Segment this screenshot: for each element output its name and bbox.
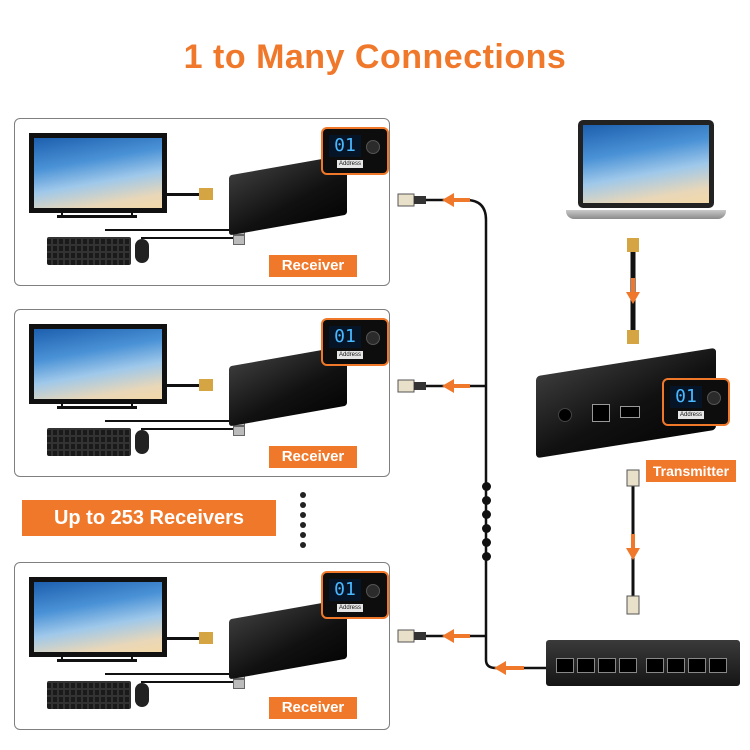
mouse-icon	[135, 430, 149, 454]
continuation-dot	[482, 552, 491, 561]
address-knob	[366, 140, 380, 154]
arrow-icon	[626, 278, 640, 304]
arrow-icon	[442, 379, 470, 393]
rj45-plug-icon	[397, 193, 415, 207]
network-switch-icon	[546, 640, 740, 686]
diagram-title: 1 to Many Connections	[183, 38, 567, 76]
usb-plug-icon	[233, 426, 245, 436]
hdmi-plug-icon	[199, 379, 213, 391]
transmitter-device	[536, 347, 726, 459]
receiver-label: Receiver	[269, 446, 357, 468]
address-display: 01 Address	[321, 318, 389, 366]
hdmi-plug-icon	[627, 330, 639, 344]
receivers-count-label: Up to 253 Receivers	[22, 500, 276, 536]
address-caption: Address	[337, 351, 363, 359]
continuation-dot	[482, 510, 491, 519]
continuation-dot	[300, 542, 306, 548]
keyboard-icon	[47, 428, 131, 456]
address-display: 01 Address	[321, 127, 389, 175]
address-caption: Address	[337, 604, 363, 612]
continuation-dot	[482, 482, 491, 491]
transmitter-label: Transmitter	[646, 460, 736, 482]
address-caption: Address	[337, 160, 363, 168]
address-digits: 01	[670, 386, 702, 408]
mouse-icon	[135, 683, 149, 707]
address-knob	[366, 584, 380, 598]
mouse-icon	[135, 239, 149, 263]
continuation-dot	[300, 502, 306, 508]
address-caption: Address	[678, 411, 704, 419]
continuation-dot	[300, 522, 306, 528]
rj45-plug-icon	[397, 379, 415, 393]
usb-plug-icon	[233, 235, 245, 245]
receiver-panel: 01 Address Receiver	[14, 562, 390, 730]
continuation-dot	[300, 532, 306, 538]
hdmi-plug-icon	[199, 632, 213, 644]
arrow-icon	[494, 661, 524, 675]
keyboard-icon	[47, 681, 131, 709]
rj45-plug-icon	[397, 629, 415, 643]
receiver-label: Receiver	[269, 697, 357, 719]
address-digits: 01	[329, 135, 361, 157]
hdmi-plug-icon	[627, 238, 639, 252]
monitor-icon	[29, 133, 167, 213]
arrow-icon	[442, 193, 470, 207]
receiver-panel: 01 Address Receiver	[14, 309, 390, 477]
continuation-dot	[482, 538, 491, 547]
address-digits: 01	[329, 579, 361, 601]
hdmi-plug-icon	[199, 188, 213, 200]
receiver-label: Receiver	[269, 255, 357, 277]
address-digits: 01	[329, 326, 361, 348]
usb-plug-icon	[233, 679, 245, 689]
address-knob	[366, 331, 380, 345]
continuation-dot	[482, 524, 491, 533]
laptop-icon	[566, 120, 726, 224]
rj45-plug-icon	[626, 469, 640, 487]
continuation-dot	[300, 512, 306, 518]
receiver-panel: 01 Address Receiver	[14, 118, 390, 286]
monitor-icon	[29, 324, 167, 404]
keyboard-icon	[47, 237, 131, 265]
arrow-icon	[442, 629, 470, 643]
continuation-dot	[300, 492, 306, 498]
monitor-icon	[29, 577, 167, 657]
arrow-icon	[626, 534, 640, 560]
address-display: 01 Address	[321, 571, 389, 619]
address-display: 01 Address	[662, 378, 730, 426]
rj45-plug-icon	[626, 595, 640, 615]
continuation-dot	[482, 496, 491, 505]
address-knob	[707, 391, 721, 405]
